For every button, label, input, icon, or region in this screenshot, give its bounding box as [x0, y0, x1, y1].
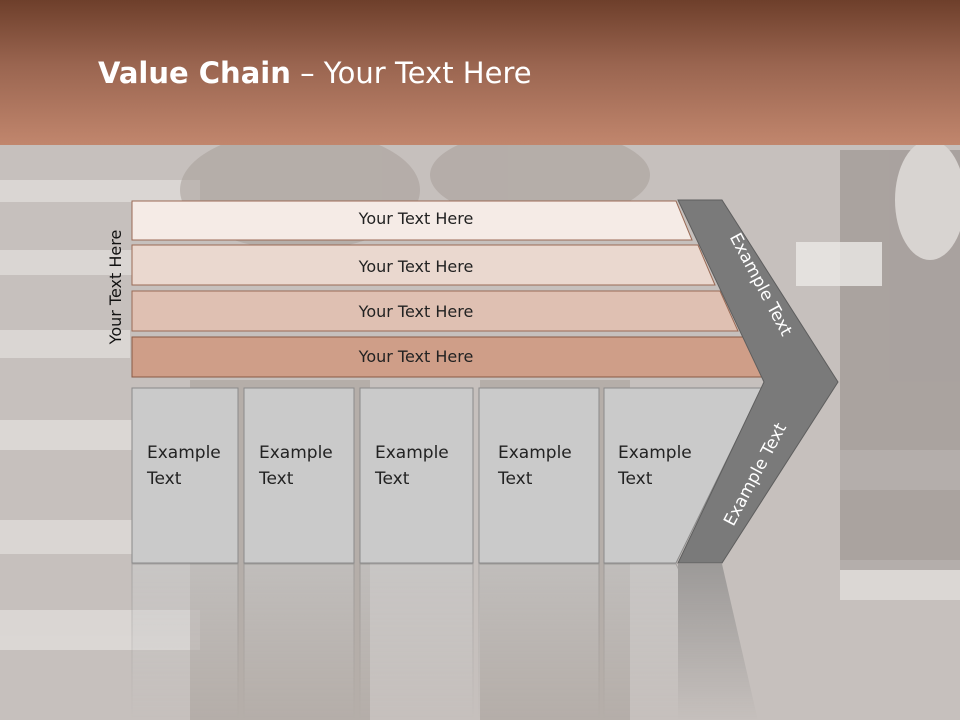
row-3-label: Your Text Here — [358, 302, 474, 321]
column-2[interactable]: Example Text — [243, 387, 355, 564]
column-4-line2: Text — [497, 469, 533, 489]
column-3-line2: Text — [374, 469, 410, 489]
side-label[interactable]: Your Text Here — [106, 230, 125, 346]
row-4[interactable]: Your Text Here — [131, 336, 763, 378]
column-5[interactable]: Example Text — [603, 387, 763, 564]
row-3[interactable]: Your Text Here — [131, 290, 739, 332]
column-2-line2: Text — [258, 469, 294, 489]
column-3[interactable]: Example Text — [359, 387, 474, 564]
column-5-line2: Text — [617, 469, 653, 489]
column-1-line1: Example — [147, 443, 221, 463]
title-bar — [0, 0, 960, 145]
column-4[interactable]: Example Text — [478, 387, 600, 564]
column-4-line1: Example — [498, 443, 572, 463]
column-5-line1: Example — [618, 443, 692, 463]
reflection — [131, 563, 758, 720]
row-2-label: Your Text Here — [358, 257, 474, 276]
row-4-label: Your Text Here — [358, 347, 474, 366]
title-rest: – Your Text Here — [290, 56, 532, 90]
row-1[interactable]: Your Text Here — [131, 200, 693, 241]
title-bold: Value Chain — [98, 56, 291, 90]
column-2-line1: Example — [259, 443, 333, 463]
column-1-line2: Text — [146, 469, 182, 489]
column-3-line1: Example — [375, 443, 449, 463]
column-1[interactable]: Example Text — [131, 387, 239, 564]
row-1-label: Your Text Here — [358, 209, 474, 228]
row-2[interactable]: Your Text Here — [131, 244, 716, 286]
slide-title[interactable]: Value Chain – Your Text Here — [98, 56, 532, 90]
